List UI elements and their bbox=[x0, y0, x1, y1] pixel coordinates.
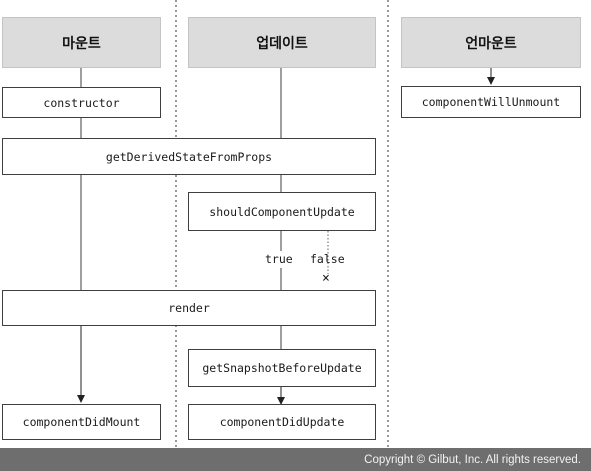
node-constructor: constructor bbox=[2, 87, 161, 118]
phase-header-mount: 마운트 bbox=[2, 17, 161, 68]
copyright-footer: Copyright © Gilbut, Inc. All rights rese… bbox=[0, 448, 591, 471]
edge-label-true: true bbox=[265, 252, 293, 266]
node-get-snapshot-before-update: getSnapshotBeforeUpdate bbox=[188, 349, 376, 387]
node-should-component-update: shouldComponentUpdate bbox=[188, 192, 376, 231]
phase-header-unmount: 언마운트 bbox=[401, 17, 581, 68]
node-get-derived-state-from-props: getDerivedStateFromProps bbox=[2, 138, 376, 175]
cancel-x-icon: × bbox=[322, 271, 330, 286]
node-component-will-unmount: componentWillUnmount bbox=[401, 86, 581, 118]
phase-header-update: 업데이트 bbox=[188, 17, 376, 68]
node-render: render bbox=[2, 290, 376, 326]
node-component-did-mount: componentDidMount bbox=[2, 404, 161, 440]
edge-label-false: false bbox=[310, 252, 345, 266]
node-component-did-update: componentDidUpdate bbox=[188, 404, 376, 440]
copyright-text: Copyright © Gilbut, Inc. All rights rese… bbox=[364, 453, 581, 466]
